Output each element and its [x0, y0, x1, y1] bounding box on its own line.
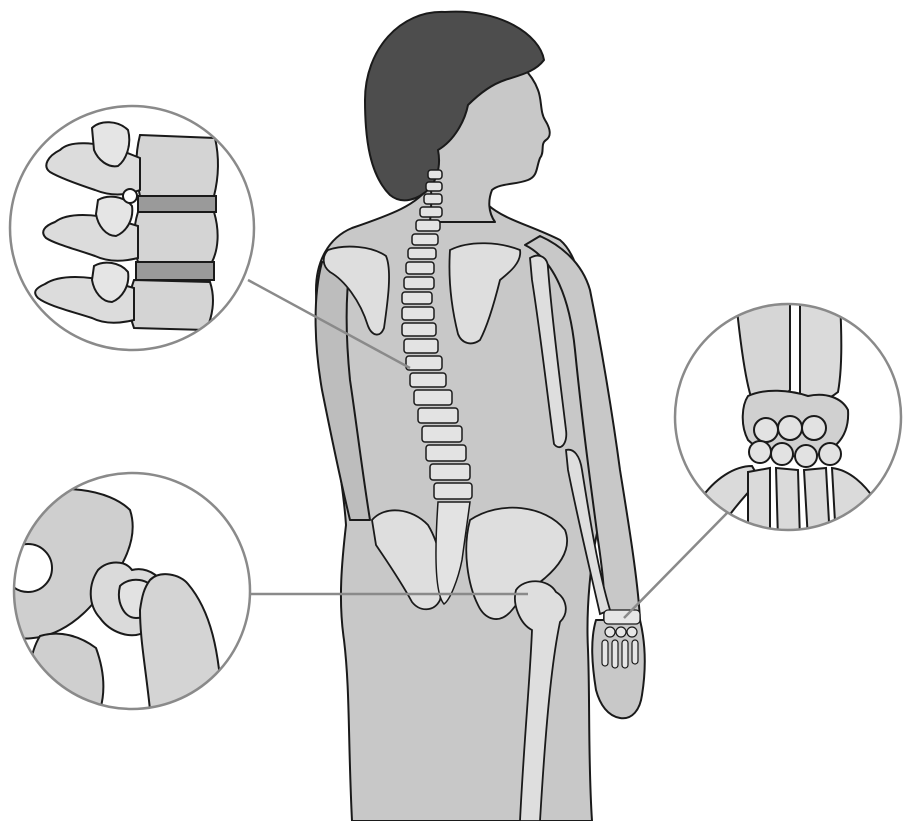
wrist-inset [675, 300, 901, 540]
wrist-leader [624, 512, 728, 618]
body-figure [316, 12, 645, 821]
hip-joint-inset [4, 473, 250, 710]
spine-vertebrae-inset [10, 106, 254, 350]
